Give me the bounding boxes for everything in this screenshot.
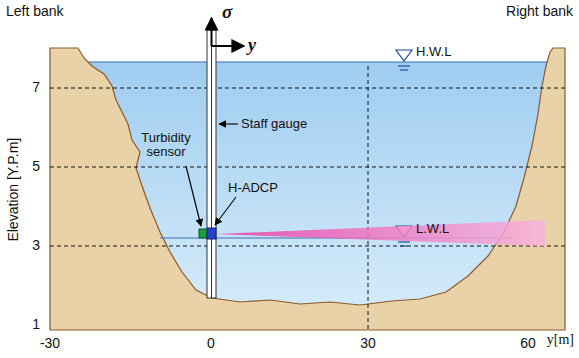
elevation-tick: 1 bbox=[32, 317, 40, 332]
elevation-tick: 3 bbox=[32, 238, 40, 253]
water-level-symbols bbox=[396, 50, 412, 246]
axis-title: y[m] bbox=[547, 332, 574, 347]
grid-lines bbox=[50, 66, 565, 330]
axis-symbol: y bbox=[248, 36, 256, 56]
part-label: Staff gauge bbox=[241, 117, 307, 131]
bank-label: Right bank bbox=[506, 4, 573, 19]
distance-tick: 0 bbox=[207, 336, 215, 351]
distance-tick: -30 bbox=[40, 336, 60, 351]
part-label: Turbidity sensor bbox=[131, 131, 201, 160]
high-water-line bbox=[80, 61, 555, 62]
elevation-tick: 5 bbox=[32, 159, 40, 174]
sigma-axis bbox=[211, 18, 213, 46]
axis-title: Elevation [Y.P.m] bbox=[6, 138, 21, 242]
part-label: H-ADCP bbox=[228, 181, 278, 195]
distance-tick: 30 bbox=[360, 336, 376, 351]
water-level-label: H.W.L bbox=[416, 45, 451, 59]
leader-lines bbox=[186, 124, 238, 226]
adcp-beam bbox=[216, 220, 545, 246]
staff-gauge bbox=[207, 30, 216, 298]
distance-tick: 60 bbox=[520, 336, 536, 351]
bank-label: Left bank bbox=[6, 4, 64, 19]
river-bed-ground bbox=[50, 48, 565, 330]
axis-symbol: σ bbox=[222, 2, 232, 23]
turbidity-sensor bbox=[199, 229, 207, 238]
y-axis bbox=[212, 45, 245, 47]
water-level-label: L.W.L bbox=[416, 222, 449, 236]
elevation-tick: 7 bbox=[32, 80, 40, 95]
h-adcp-sensor bbox=[207, 228, 216, 239]
